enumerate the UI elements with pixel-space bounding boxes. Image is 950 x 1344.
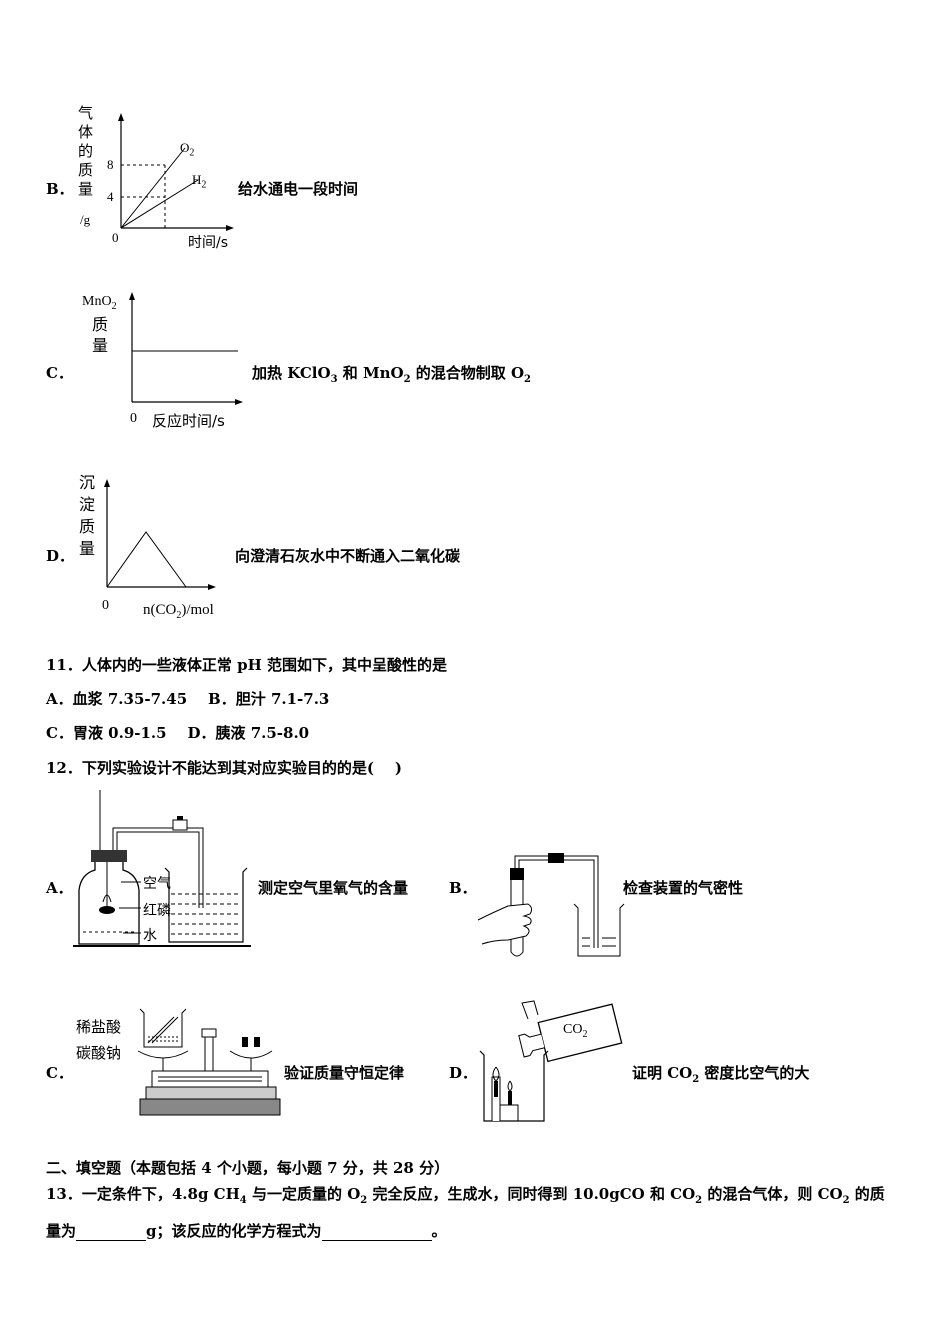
- chart-b-xlabel: 时间/s: [188, 235, 229, 251]
- chart-d-axes: [104, 479, 216, 590]
- origin-label: 0: [112, 230, 119, 245]
- option-a-desc: 测定空气里氧气的含量: [258, 879, 409, 897]
- question-11-stem: 11．人体内的一些液体正常 pH 范围如下，其中呈酸性的是: [46, 656, 447, 674]
- chart-b-axes: [118, 113, 234, 231]
- chart-d-ylabel: 沉 淀 质 量: [79, 472, 99, 560]
- oxygen-content-apparatus: [73, 790, 251, 947]
- label-air: 空气: [143, 876, 171, 892]
- chart-c-ytitle: MnO2: [82, 294, 117, 312]
- option-d-letter: D．: [46, 547, 75, 565]
- option-b-letter: B．: [46, 180, 74, 198]
- option-b-letter: B．: [449, 879, 477, 897]
- h2-label: H2: [192, 172, 207, 191]
- h2-line: [120, 179, 199, 229]
- ylabel-char: 量: [78, 180, 94, 198]
- airtightness-apparatus: [477, 853, 625, 957]
- option-b-desc: 检查装置的气密性: [623, 879, 744, 897]
- option-b-desc: 给水通电一段时间: [238, 180, 359, 198]
- ylabel-char: 量: [79, 539, 96, 558]
- ylabel-char: 气: [78, 104, 94, 122]
- ylabel-char: 质: [79, 517, 96, 536]
- o2-label: O2: [180, 140, 195, 159]
- answer-blank-equation[interactable]: [321, 1224, 432, 1241]
- balance-apparatus: [137, 1008, 281, 1116]
- option-d-desc: 证明 CO2 密度比空气的大: [632, 1064, 810, 1085]
- option-c-desc: 加热 KClO3 和 MnO2 的混合物制取 O2: [252, 364, 532, 385]
- chart-c-xlabel: 反应时间/s: [152, 412, 225, 430]
- tick-4: 4: [107, 189, 114, 204]
- ylabel-char: 的: [78, 142, 94, 160]
- tick-8: 8: [107, 157, 114, 172]
- option-c-desc: 验证质量守恒定律: [284, 1064, 405, 1082]
- chart-b-ylabel: 气 体 的 质 量: [78, 104, 98, 199]
- chart-c-axes: [129, 292, 243, 405]
- section-2-heading: 二、填空题（本题包括 4 个小题，每小题 7 分，共 28 分）: [46, 1159, 450, 1177]
- bottle-label-co2: CO2: [563, 1022, 588, 1040]
- answer-blank-mass[interactable]: [76, 1224, 147, 1241]
- label-water: 水: [143, 928, 157, 944]
- ylabel-char: 淀: [79, 495, 96, 514]
- option-c-letter: C．: [46, 364, 73, 382]
- o2-line: [120, 147, 186, 229]
- option-a-letter: A．: [46, 879, 73, 897]
- label-red-phosphorus: 红磷: [143, 903, 171, 919]
- origin-label: 0: [102, 598, 109, 613]
- label-sodium-carbonate: 碳酸钠: [76, 1044, 122, 1062]
- option-c-letter: C．: [46, 1064, 73, 1082]
- option-d-desc: 向澄清石灰水中不断通入二氧化碳: [235, 547, 461, 565]
- precipitate-line: [106, 531, 187, 588]
- chart-d-xlabel: n(CO2)/mol: [143, 602, 214, 621]
- chart-c-ylabel: 质 量: [92, 314, 112, 356]
- question-12-stem: 12．下列实验设计不能达到其对应实验目的的是( ): [46, 759, 402, 777]
- ylabel-char: 质: [92, 315, 109, 334]
- ylabel-char: 量: [92, 336, 109, 355]
- co2-density-apparatus: [479, 1000, 623, 1122]
- origin-label: 0: [130, 411, 137, 426]
- label-dilute-hcl: 稀盐酸: [76, 1018, 122, 1036]
- question-13-line1: 13．一定条件下，4.8g CH4 与一定质量的 O2 完全反应，生成水，同时得…: [46, 1185, 885, 1206]
- chart-b-yunit: /g: [80, 212, 91, 227]
- question-11-options-ab: A．血浆 7.35-7.45 B．胆汁 7.1-7.3: [46, 690, 330, 708]
- question-11-options-cd: C．胃液 0.9-1.5 D．胰液 7.5-8.0: [46, 724, 310, 742]
- option-d-letter: D．: [449, 1064, 478, 1082]
- ylabel-char: 沉: [79, 473, 96, 492]
- ylabel-char: 体: [78, 123, 94, 141]
- ylabel-char: 质: [78, 161, 94, 179]
